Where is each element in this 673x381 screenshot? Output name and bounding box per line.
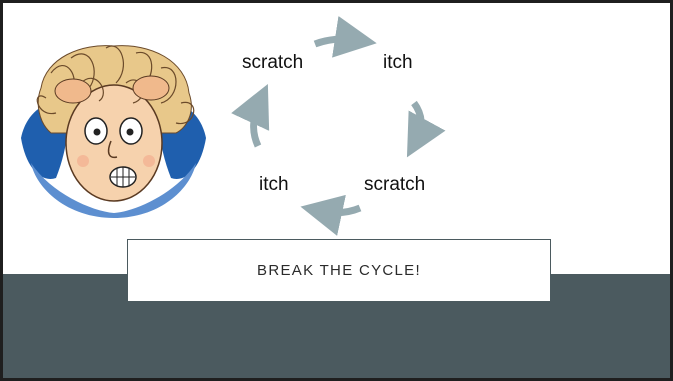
arrow-left bbox=[254, 103, 259, 146]
caption-box: BREAK THE CYCLE! bbox=[127, 239, 551, 302]
arrow-right bbox=[414, 103, 421, 139]
arrow-top bbox=[315, 39, 356, 44]
arrow-bottom bbox=[321, 208, 360, 213]
cycle-arrows bbox=[3, 3, 673, 243]
cycle-label-bottom-left: itch bbox=[259, 174, 289, 196]
caption-text: BREAK THE CYCLE! bbox=[257, 262, 421, 279]
cycle-label-bottom-right: scratch bbox=[364, 174, 425, 196]
cycle-label-top-right: itch bbox=[383, 52, 413, 74]
cycle-label-top-left: scratch bbox=[242, 52, 303, 74]
